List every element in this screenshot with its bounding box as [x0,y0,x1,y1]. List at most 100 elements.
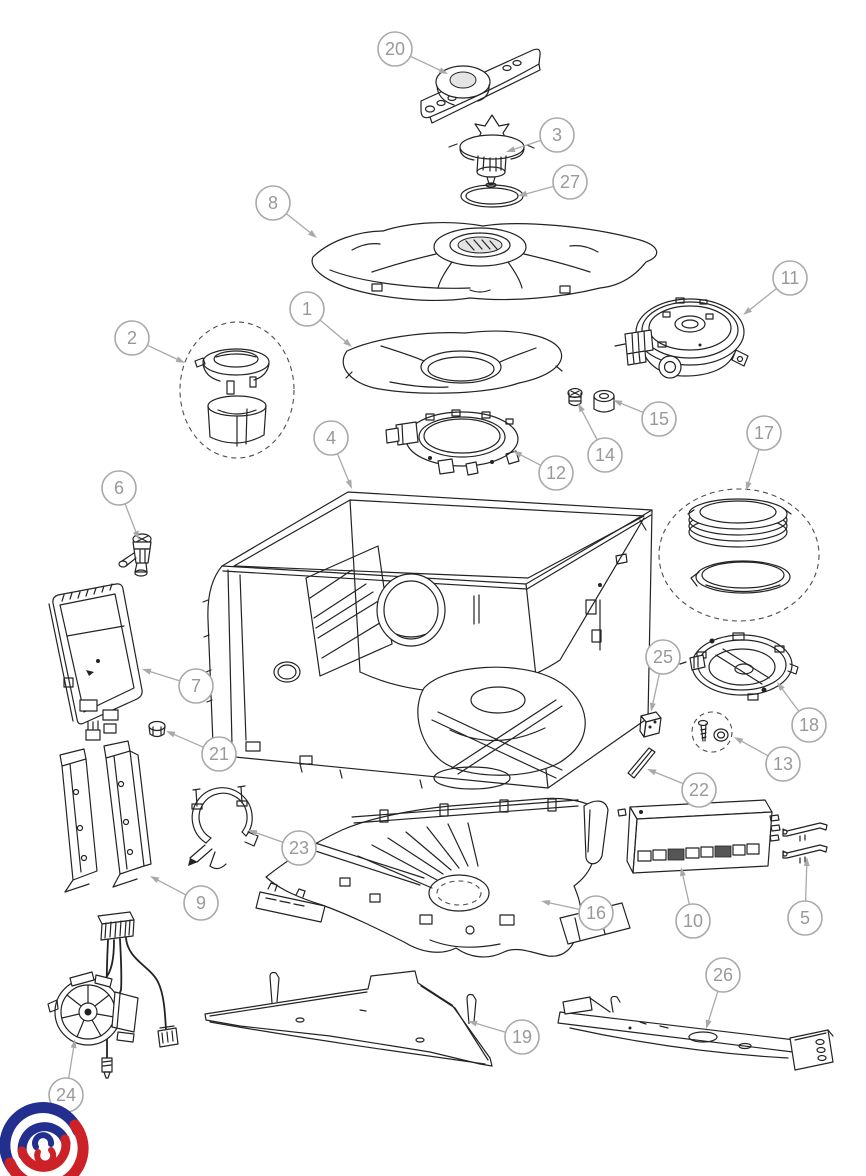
callout-circle[interactable] [201,736,237,772]
callout-number: 4 [326,428,336,448]
callout-arrowhead [175,356,185,363]
part-19-front-trim [204,970,493,1067]
callout-number: 2 [127,328,137,348]
callout-circle[interactable] [539,117,575,153]
callout-11[interactable]: 11 [743,260,808,315]
callout-12[interactable]: 12 [513,451,574,491]
callout-27[interactable]: 27 [518,164,588,200]
callout-number: 16 [586,903,606,923]
callout-circle[interactable] [114,320,150,356]
callout-13[interactable]: 13 [734,737,801,782]
callout-leader-line [319,319,348,343]
callout-number: 10 [683,911,703,931]
callout-4[interactable]: 4 [313,420,352,489]
callout-circle[interactable] [681,772,717,808]
callout-26[interactable]: 26 [705,957,741,1029]
callout-leader-line [739,739,769,757]
callout-circle[interactable] [787,900,823,936]
callout-leader-line [512,139,542,151]
callout-14[interactable]: 14 [578,403,623,473]
callout-8[interactable]: 8 [255,185,317,238]
part-5-mounting-rails [782,822,828,864]
part-10-control-board [617,799,781,874]
callout-25[interactable]: 25 [645,639,681,712]
callout-1[interactable]: 1 [289,291,352,347]
callout-arrowhead [745,481,752,491]
part-9-side-brackets [59,740,152,893]
callout-arrowhead [308,230,317,238]
callout-19[interactable]: 19 [468,1019,540,1055]
callout-circle[interactable] [313,420,349,456]
callout-circle[interactable] [552,164,588,200]
callout-10[interactable]: 10 [675,867,711,939]
callout-arrowhead [150,876,160,883]
callout-circle[interactable] [289,291,325,327]
callout-18[interactable]: 18 [777,682,827,743]
callout-circle[interactable] [183,885,219,921]
callout-circle[interactable] [705,957,741,993]
callout-number: 9 [196,893,206,913]
part-21-cap-nut [148,720,166,738]
callout-21[interactable]: 21 [166,731,237,772]
callout-circle[interactable] [504,1019,540,1055]
callout-circle[interactable] [641,401,677,437]
callout-15[interactable]: 15 [613,400,677,437]
callout-leader-line [651,673,661,706]
callout-arrowhead [248,830,258,836]
callout-circle[interactable] [281,830,317,866]
callout-24[interactable]: 24 [48,1039,84,1113]
callout-3[interactable]: 3 [506,117,575,153]
callout-arrowhead [734,737,744,744]
callout-circle[interactable] [178,668,214,704]
callout-17[interactable]: 17 [745,415,782,491]
callout-circle[interactable] [645,639,681,675]
callout-22[interactable]: 22 [647,769,717,808]
callout-circle[interactable] [538,455,574,491]
callout-20[interactable]: 20 [377,31,448,74]
part-15-spacer [593,389,615,413]
callout-arrowhead [650,702,656,712]
callout-leader-line [68,1045,75,1079]
callout-leader-line [172,733,204,748]
callout-arrowhead [468,1020,478,1027]
callout-number: 26 [713,965,733,985]
callout-number: 11 [781,268,800,288]
callout-arrowhead [345,479,352,489]
callout-16[interactable]: 16 [541,895,614,931]
part-4-tub [202,491,653,790]
callout-number: 22 [689,780,709,800]
callout-circle[interactable] [101,470,137,506]
callout-circle[interactable] [377,31,413,67]
callout-circle[interactable] [578,895,614,931]
part-1-filter-tray [342,330,563,394]
callout-leader-line [410,55,442,72]
callout-circle[interactable] [791,707,827,743]
callout-arrowhead [803,857,810,867]
callout-arrowhead [518,190,528,197]
callout-23[interactable]: 23 [248,830,317,866]
callout-circle[interactable] [587,437,623,473]
callout-circle[interactable] [746,415,782,451]
callout-leader-line [254,831,284,843]
callout-leader-line [653,770,684,785]
callout-number: 27 [560,172,580,192]
callout-number: 8 [268,193,278,213]
callout-circle[interactable] [255,185,291,221]
callout-5[interactable]: 5 [787,857,823,936]
callout-arrowhead [142,668,152,675]
callout-9[interactable]: 9 [150,876,219,921]
callout-circle[interactable] [772,260,808,296]
callout-arrowhead [647,769,657,776]
callout-arrowhead [680,867,686,877]
callout-circle[interactable] [675,903,711,939]
callout-arrowhead [705,1019,712,1029]
part-24-fan-motor-harness [47,911,179,1079]
callout-arrowhead [506,146,516,152]
callout-leader-line [547,901,580,911]
callout-7[interactable]: 7 [142,668,214,704]
callout-circle[interactable] [765,746,801,782]
callout-2[interactable]: 2 [114,320,185,363]
callout-arrowhead [541,900,551,906]
callout-leader-line [285,213,312,235]
callout-6[interactable]: 6 [101,470,139,540]
